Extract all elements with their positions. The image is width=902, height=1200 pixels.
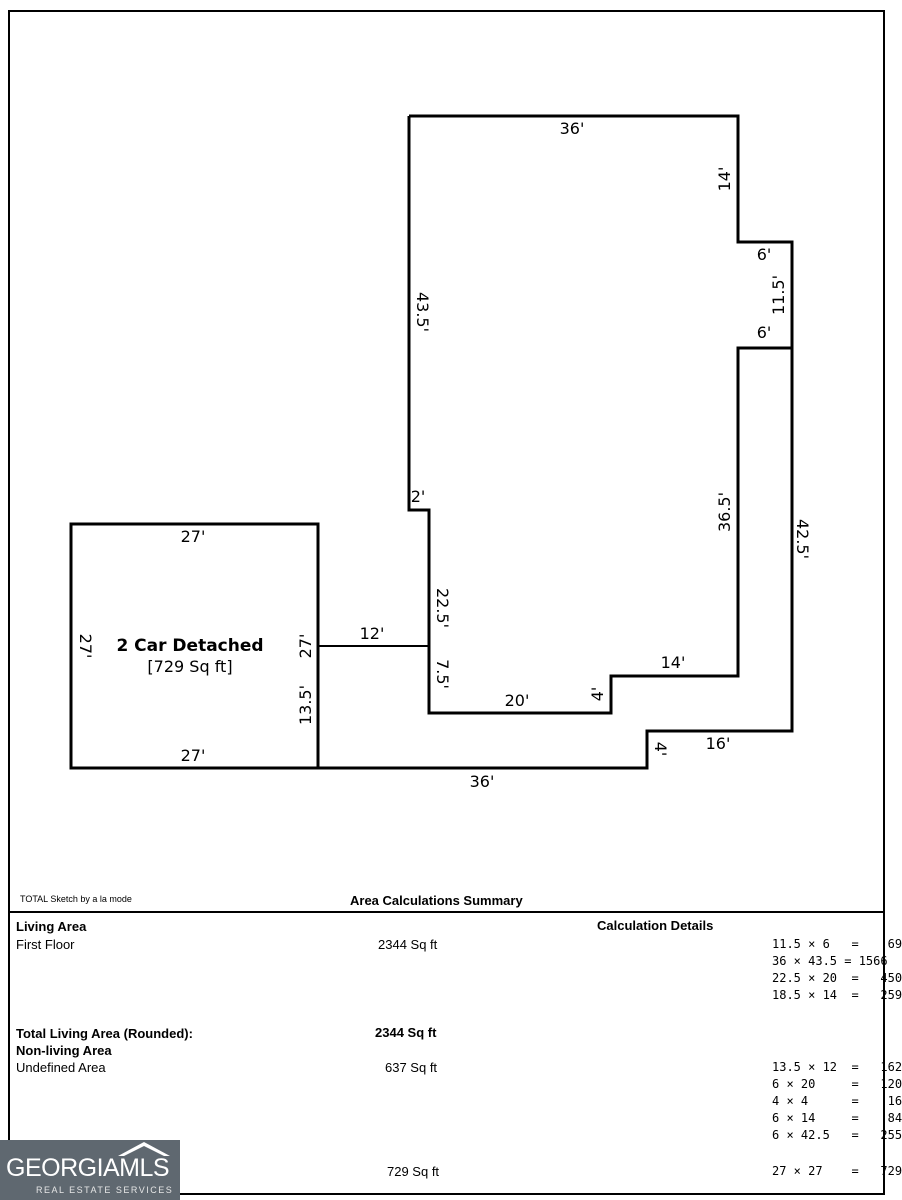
dim-inner-bottom: 20' xyxy=(505,691,530,710)
garage-outline xyxy=(69,522,320,770)
dim-house-right-upper: 14' xyxy=(715,167,734,192)
garage-area-label: [729 Sq ft] xyxy=(147,657,232,676)
dim-inner-step-top: 14' xyxy=(661,653,686,672)
dim-bump-top: 6' xyxy=(757,245,772,264)
undefined-area-value: 637 Sq ft xyxy=(385,1060,438,1075)
calc-line: 13.5 × 12 = 162 xyxy=(772,1060,902,1074)
calc-line: 27 × 27 = 729 xyxy=(772,1164,902,1178)
georgia-mls-logo: GEORGIAMLS REAL ESTATE SERVICES xyxy=(0,1140,180,1200)
dim-house-top: 36' xyxy=(560,119,585,138)
dim-garage-top: 27' xyxy=(181,527,206,546)
calc-line: 6 × 20 = 120 xyxy=(772,1077,902,1091)
summary-title: Area Calculations Summary xyxy=(350,893,523,908)
dim-bump-side: 11.5' xyxy=(769,275,788,315)
page-frame xyxy=(8,10,885,1195)
dim-inner-step: 4' xyxy=(588,687,607,702)
dim-garage-bottom: 27' xyxy=(181,746,206,765)
calc-line: 4 × 4 = 16 xyxy=(772,1094,902,1108)
logo-tagline: REAL ESTATE SERVICES xyxy=(36,1185,174,1195)
house-outline xyxy=(407,114,794,715)
dim-house-left: 43.5' xyxy=(413,292,432,332)
dim-house-right-mid: 36.5' xyxy=(715,492,734,532)
first-floor-area: 2344 Sq ft xyxy=(378,937,438,952)
calc-line: 6 × 42.5 = 255 xyxy=(772,1128,902,1142)
garage-title: 2 Car Detached xyxy=(116,636,263,656)
calc-line: 11.5 × 6 = 69 xyxy=(772,937,902,951)
dim-breezeway-left: 13.5' xyxy=(296,685,315,725)
sketch-credit: TOTAL Sketch by a la mode xyxy=(20,894,132,904)
dim-notch: 2' xyxy=(411,487,426,506)
calc-line: 22.5 × 20 = 450 xyxy=(772,971,902,985)
first-floor-label: First Floor xyxy=(16,937,75,952)
living-area-heading: Living Area xyxy=(16,919,87,934)
garage-area-value: 729 Sq ft xyxy=(387,1164,440,1179)
dim-inner-left: 22.5' xyxy=(433,588,452,628)
total-living-value: 2344 Sq ft xyxy=(375,1025,437,1040)
dim-bump-bottom: 6' xyxy=(757,323,772,342)
calc-details-heading: Calculation Details xyxy=(597,918,714,933)
outer-area-outline xyxy=(318,348,794,770)
non-living-heading: Non-living Area xyxy=(16,1043,112,1058)
summary-divider xyxy=(8,911,885,913)
dim-garage-right: 27' xyxy=(296,634,315,659)
roof-icon-inner xyxy=(124,1146,164,1156)
undefined-area-label: Undefined Area xyxy=(16,1060,106,1075)
dim-garage-left: 27' xyxy=(76,634,95,659)
dim-breezeway-top: 12' xyxy=(360,624,385,643)
logo-text: GEORGIAMLS xyxy=(6,1154,170,1182)
dim-outer-right: 42.5' xyxy=(793,519,812,559)
calc-line: 18.5 × 14 = 259 xyxy=(772,988,902,1002)
calc-line: 6 × 14 = 84 xyxy=(772,1111,902,1125)
total-living-label: Total Living Area (Rounded): xyxy=(16,1026,193,1041)
dim-outer-bottom: 16' xyxy=(706,734,731,753)
dim-inner-left-short: 7.5' xyxy=(433,659,452,689)
calc-line: 36 × 43.5 = 1566 xyxy=(772,954,888,968)
dim-bottom-long: 36' xyxy=(470,772,495,791)
dim-outer-step: 4' xyxy=(651,742,670,757)
